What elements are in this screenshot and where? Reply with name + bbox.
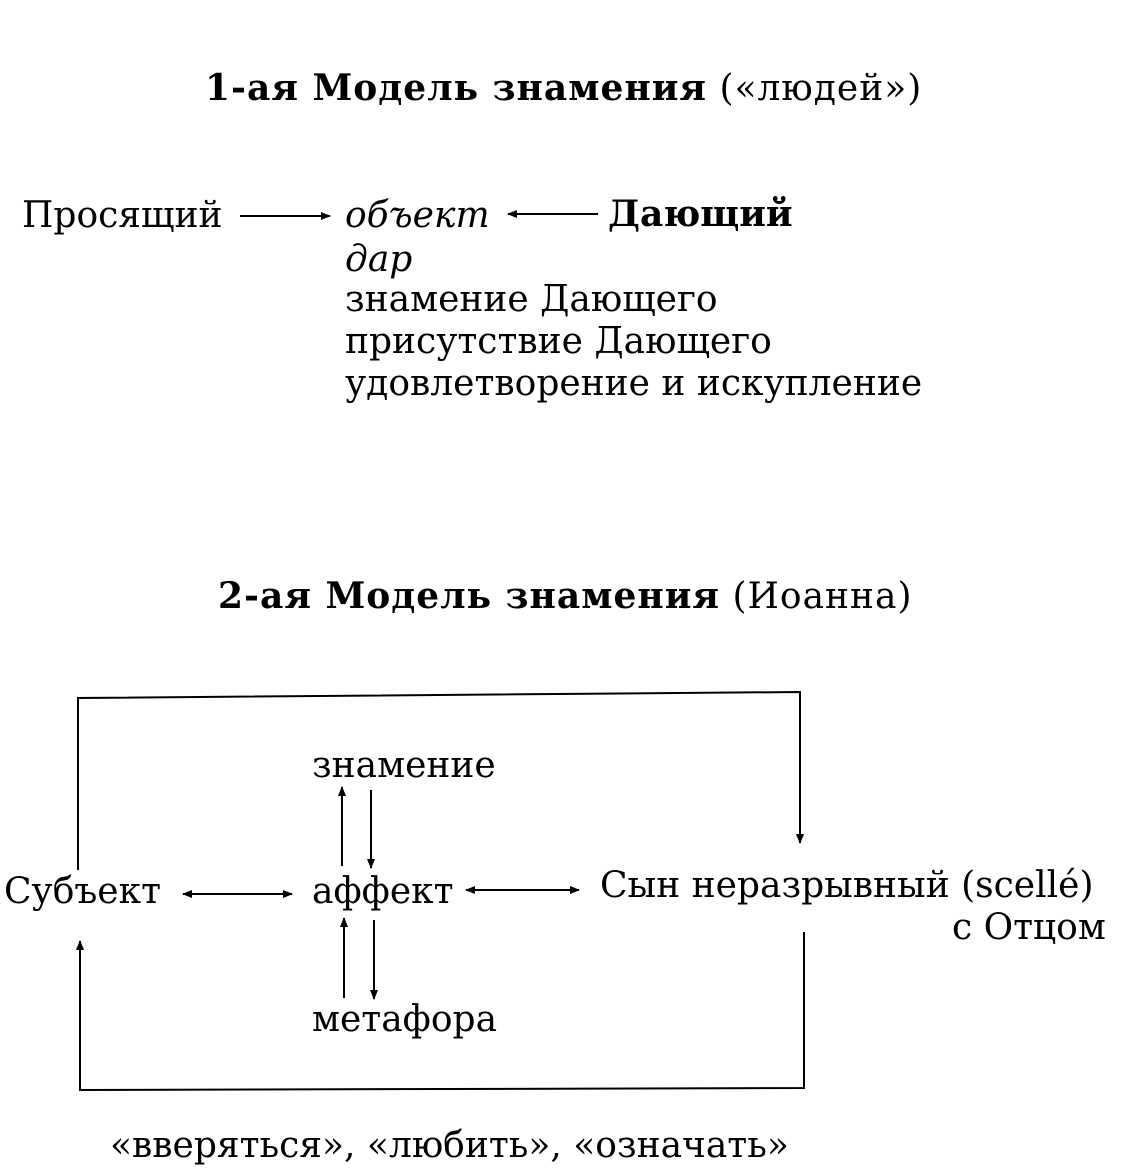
model2-affect: аффект [312,871,454,912]
model1-list-item-gift: дар [345,239,413,280]
model2-metaphor: метафора [312,999,498,1040]
model1-list-item-presence: присутствие Дающего [345,321,772,362]
model1-list-item-sign: знамение Дающего [345,279,718,320]
model1-giver: Дающий [608,193,793,235]
model2-title-paren: (Иоанна) [732,576,913,617]
frame-bottom-arrow [76,932,805,1092]
model2-sign: знамение [312,745,496,786]
model1-list-item-satisfaction: удовлетворение и искупление [345,363,923,404]
model1-title-paren: («людей») [719,68,923,109]
model1-title: 1-ая Модель знамения («людей») [205,70,922,107]
model2-son-line2: с Отцом [952,907,1106,948]
model2-title-main: 2-ая Модель знамения [218,575,721,617]
model1-object: объект [345,195,490,236]
model2-subject: Субъект [4,871,162,912]
model1-asker: Просящий [22,195,223,236]
model2-son-line1: Сын неразрывный (scellé) [600,865,1094,906]
frame-top-arrow [77,690,804,870]
model1-title-main: 1-ая Модель знамения [205,67,708,109]
model2-title: 2-ая Модель знамения (Иоанна) [218,578,913,615]
model2-caption: «вверяться», «любить», «означать» [110,1125,789,1166]
